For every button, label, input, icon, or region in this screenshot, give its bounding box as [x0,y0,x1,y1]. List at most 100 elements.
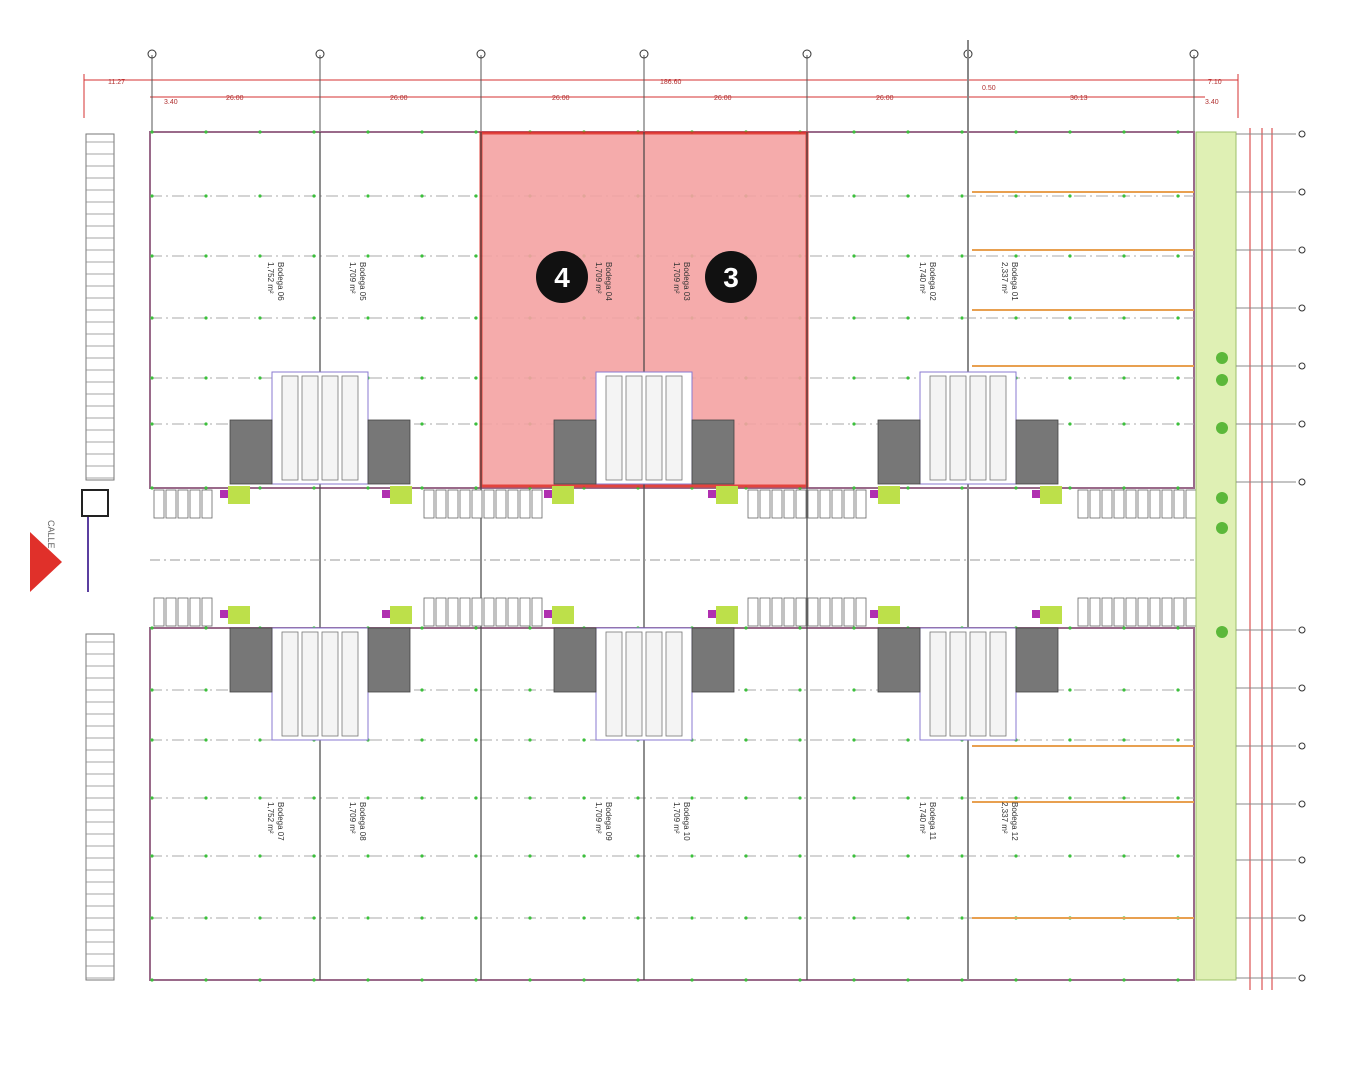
unit-labels-top: Bodega 06 1,752 m² Bodega 05 1,709 m² Bo… [266,262,1019,301]
unit-badge-3[interactable]: 3 [705,251,757,303]
dock-ramp [552,606,574,624]
unit-badge-4[interactable]: 4 [536,251,588,303]
column-dot [258,194,262,198]
axis-marker [1189,49,1199,59]
column-dot [798,688,802,692]
column-dot [1068,854,1072,858]
column-dot [852,626,856,630]
column-dot [420,738,424,742]
column-dot [204,796,208,800]
column-dot [1068,978,1072,982]
dim-small-left: 3.40 [164,99,178,106]
column-dot [852,916,856,920]
column-dot [204,254,208,258]
core-cell [281,375,299,481]
column-dot [366,254,370,258]
column-dot [312,978,316,982]
loading-docks [153,486,1197,627]
column-dot [744,978,748,982]
dock-stall [819,597,831,627]
dock-stall [747,597,759,627]
dock-stall [1113,597,1125,627]
dock-ramp [552,486,574,504]
axis-marker [1298,974,1306,982]
dock-stall [759,489,771,519]
dock-stall [153,597,165,627]
dock-stall [1185,489,1197,519]
column-dot [528,738,532,742]
unit-name: Bodega 07 [276,802,285,841]
dock-stall [1077,597,1089,627]
dock-stall [1089,597,1101,627]
dim-right-offset: 7.10 [1208,79,1222,86]
service-cores [229,371,1059,741]
stair-left [553,419,597,485]
dock-stall [435,597,447,627]
dock-stall [795,489,807,519]
left-arrow-marker[interactable] [30,532,62,592]
column-dot [312,916,316,920]
column-dot [960,916,964,920]
core-cell [605,631,623,737]
dock-stall [447,489,459,519]
column-dot [420,194,424,198]
unit-area: 1,709 m² [594,802,603,834]
column-dot [474,978,478,982]
unit-area: 1,709 m² [672,262,681,294]
column-dot [1068,254,1072,258]
core-cell [625,375,643,481]
column-dot [258,130,262,134]
dock-marker [382,490,390,498]
dim-small-mid: 0.50 [982,85,996,92]
column-dot [528,796,532,800]
core-cell [929,375,947,481]
dock-stall [1161,489,1173,519]
column-dot [852,130,856,134]
column-dot [1176,626,1180,630]
column-dot [636,854,640,858]
stair-right [691,419,735,485]
unit-name: Bodega 08 [358,802,367,841]
axis-marker [1298,420,1306,428]
core-cell [969,375,987,481]
column-dot [204,978,208,982]
column-dot [150,854,154,858]
column-dot [906,254,910,258]
column-dot [366,854,370,858]
column-dot [798,626,802,630]
column-dot [1068,486,1072,490]
column-dot [150,254,154,258]
column-dot [1068,316,1072,320]
dock-stall [201,489,213,519]
left-parking-top [85,133,115,481]
column-dot [420,422,424,426]
column-dot [474,738,478,742]
column-dot [1176,376,1180,380]
unit-name: Bodega 11 [928,802,937,841]
column-dot [744,688,748,692]
dock-stall [1137,489,1149,519]
column-dot [366,194,370,198]
bay-dim: 26.00 [390,95,408,102]
column-dot [528,916,532,920]
column-dot [420,486,424,490]
dock-stall [519,489,531,519]
column-dot [474,254,478,258]
unit-name: Bodega 10 [682,802,691,841]
dock-stall [507,597,519,627]
column-dot [636,916,640,920]
column-dot [852,422,856,426]
bay-dim: 26.00 [714,95,732,102]
dock-stall [783,489,795,519]
dock-marker [708,490,716,498]
column-dot [852,486,856,490]
column-dot [1122,978,1126,982]
unit-area: 1,709 m² [348,802,357,834]
column-dot [474,130,478,134]
column-dot [1176,254,1180,258]
dock-marker [544,610,552,618]
column-dot [690,854,694,858]
column-dot [1176,796,1180,800]
core-cell [281,631,299,737]
